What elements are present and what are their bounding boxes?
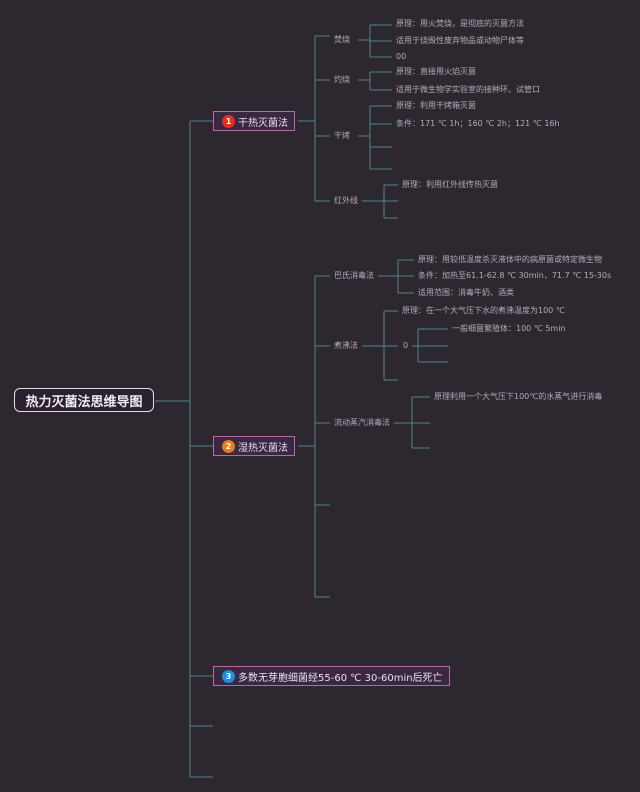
leaf-boil-0: 原理：在一个大气压下水的煮沸温度为100 ℃ [402,306,565,315]
badge-1: 1 [222,114,235,128]
category-non-spore[interactable]: 3 多数无芽胞细菌经55-60 ℃ 30-60min后死亡 [213,666,450,686]
leaf-burn-0: 原理：用火焚烧，是彻底的灭菌方法 [396,19,524,28]
leaf-scorch-1: 适用于微生物学实验室的接种环、试管口 [396,85,540,94]
dry-trunk [298,35,330,202]
leaf-pasteur-0: 原理：用较低温度杀灭液体中的病原菌或特定微生物 [418,255,602,264]
category-label: 干热灭菌法 [238,117,288,129]
branch-pasteur[interactable]: 巴氏消毒法 [334,271,374,280]
root-connector [155,120,213,778]
branch-oven[interactable]: 干烤 [334,131,350,140]
leaf-pasteur-1: 条件：加热至61.1-62.8 ℃ 30min，71.7 ℃ 15-30s [418,271,612,280]
branch-flow[interactable]: 流动蒸汽消毒法 [334,418,390,427]
leaf-burn-2: 00 [396,52,407,61]
leaf-pasteur-2: 适用范围：消毒牛奶、酒类 [418,288,514,297]
branch-scorch[interactable]: 灼烧 [334,75,350,84]
category-label: 多数无芽胞细菌经55-60 ℃ 30-60min后死亡 [238,672,443,684]
leaf-boil-sub-0: 一般细菌繁殖体：100 ℃ 5min [452,324,566,333]
branch-boil[interactable]: 煮沸法 [334,341,358,350]
leaf-flow-0: 原理利用一个大气压下100℃的水蒸气进行消毒 [434,392,603,401]
leaf-oven-1: 条件：171 ℃ 1h；160 ℃ 2h；121 ℃ 16h [396,119,560,128]
branch-burn[interactable]: 焚烧 [334,35,350,44]
leaf-burn-1: 适用于烧毁性废弃物品或动物尸体等 [396,36,524,45]
badge-3: 3 [222,669,235,683]
leaf-scorch-0: 原理：直接用火焰灭菌 [396,67,476,76]
leaf-infrared-0: 原理：利用红外线传热灭菌 [402,180,498,189]
leaf-oven-0: 原理：利用干烤箱灭菌 [396,101,476,110]
category-label: 湿热灭菌法 [238,442,288,454]
root-node[interactable]: 热力灭菌法思维导图 [14,388,154,412]
category-wet-heat[interactable]: 2 湿热灭菌法 [213,436,295,456]
wet-trunk [298,275,330,598]
branch-boil-sub[interactable]: 0 [403,341,409,350]
branch-infrared[interactable]: 红外线 [334,196,358,205]
category-dry-heat[interactable]: 1 干热灭菌法 [213,111,295,131]
badge-2: 2 [222,439,235,453]
